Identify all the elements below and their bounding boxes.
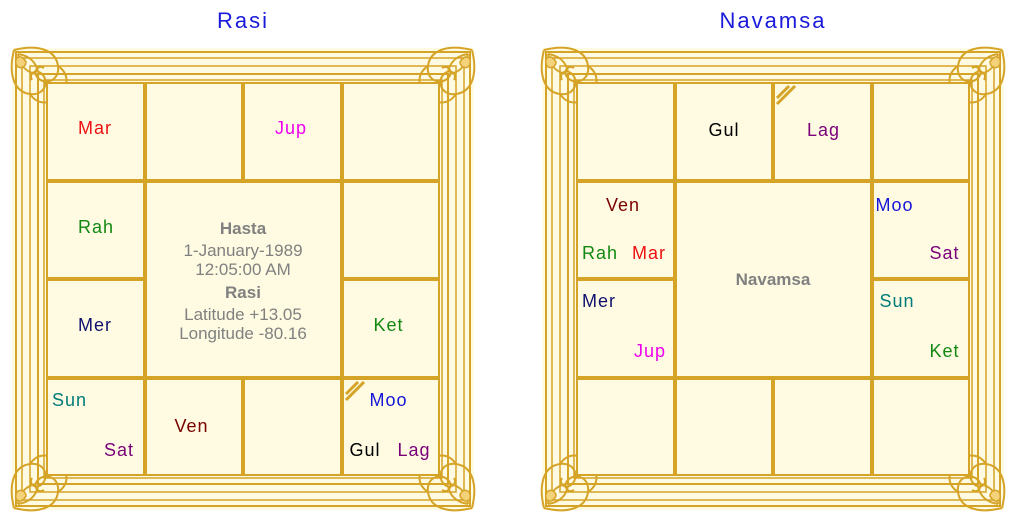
rasi-house-aquarius: Rah [46, 180, 145, 279]
navamsa-planet-sun: Sun [879, 291, 915, 311]
navamsa-house-virgo [871, 377, 970, 476]
rasi-planet-sat: Sat [104, 439, 135, 460]
rasi-center-info: Hasta 1-January-1989 12:05:00 AM Rasi La… [144, 180, 342, 378]
rasi-grid: Mar Jup Rah Hasta 1-January-1989 12:05:0… [46, 82, 440, 476]
navamsa-center-chart-name: Navamsa [735, 270, 811, 289]
rasi-birth-time: 12:05:00 AM [195, 260, 291, 279]
rasi-chart: Mar Jup Rah Hasta 1-January-1989 12:05:0… [8, 44, 478, 514]
navamsa-planet-jup: Jup [634, 341, 667, 361]
rasi-planet-jup: Jup [275, 118, 308, 138]
lagna-marker-icon [344, 380, 365, 401]
rasi-house-scorpio: Ven [144, 377, 243, 476]
navamsa-chart: Gul Lag Ven Rah Mar Navamsa Moo Sat Mer … [538, 44, 1008, 514]
rasi-house-leo: Ket [341, 279, 440, 378]
navamsa-house-pisces [576, 82, 675, 181]
navamsa-center-info: Navamsa [674, 180, 872, 378]
rasi-house-taurus: Jup [243, 82, 342, 181]
navamsa-house-aries: Gul [674, 82, 773, 181]
rasi-center-chart-name: Rasi [225, 283, 261, 302]
navamsa-house-aquarius: Ven Rah Mar [576, 180, 675, 279]
rasi-house-libra [243, 377, 342, 476]
rasi-planet-mar: Mar [78, 118, 112, 138]
rasi-chart-title: Rasi [216, 8, 269, 33]
rasi-house-gemini [341, 82, 440, 181]
rasi-latitude: Latitude +13.05 [184, 305, 302, 324]
rasi-planet-ven: Ven [174, 415, 209, 436]
navamsa-chart-title: Navamsa [719, 8, 827, 33]
rasi-house-aries [144, 82, 243, 181]
rasi-planet-mer: Mer [78, 315, 112, 335]
navamsa-planet-rah: Rah [582, 242, 619, 263]
rasi-birth-date: 1-January-1989 [183, 241, 303, 260]
lagna-marker-icon [775, 84, 797, 106]
rasi-planet-rah: Rah [78, 216, 115, 237]
rasi-house-cancer [341, 180, 440, 279]
rasi-planet-gul: Gul [349, 439, 381, 460]
navamsa-house-scorpio [674, 377, 773, 476]
navamsa-planet-ven: Ven [606, 194, 641, 215]
rasi-planet-lag: Lag [397, 439, 431, 460]
rasi-house-capricorn: Mer [46, 279, 145, 378]
rasi-house-sagittarius: Sun Sat [46, 377, 145, 476]
rasi-planet-moo: Moo [369, 389, 408, 410]
navamsa-house-taurus: Lag [773, 82, 872, 181]
rasi-house-pisces: Mar [46, 82, 145, 181]
navamsa-house-capricorn: Mer Jup [576, 279, 675, 378]
rasi-nakshatra: Hasta [219, 219, 267, 238]
navamsa-house-sagittarius [576, 377, 675, 476]
rasi-house-virgo: Moo Gul Lag [341, 377, 440, 476]
navamsa-grid: Gul Lag Ven Rah Mar Navamsa Moo Sat Mer … [576, 82, 970, 476]
rasi-planet-sun: Sun [52, 389, 88, 410]
navamsa-planet-mer: Mer [582, 291, 616, 311]
navamsa-planet-mar: Mar [632, 242, 666, 263]
navamsa-house-gemini [871, 82, 970, 181]
navamsa-planet-ket: Ket [929, 341, 960, 361]
rasi-planet-ket: Ket [373, 315, 404, 335]
navamsa-house-leo: Sun Ket [871, 279, 970, 378]
navamsa-planet-lag: Lag [807, 120, 841, 140]
navamsa-house-cancer: Moo Sat [871, 180, 970, 279]
navamsa-planet-moo: Moo [875, 194, 914, 215]
rasi-longitude: Longitude -80.16 [179, 324, 307, 343]
navamsa-planet-gul: Gul [708, 120, 740, 140]
navamsa-house-libra [773, 377, 872, 476]
navamsa-planet-sat: Sat [929, 242, 960, 263]
